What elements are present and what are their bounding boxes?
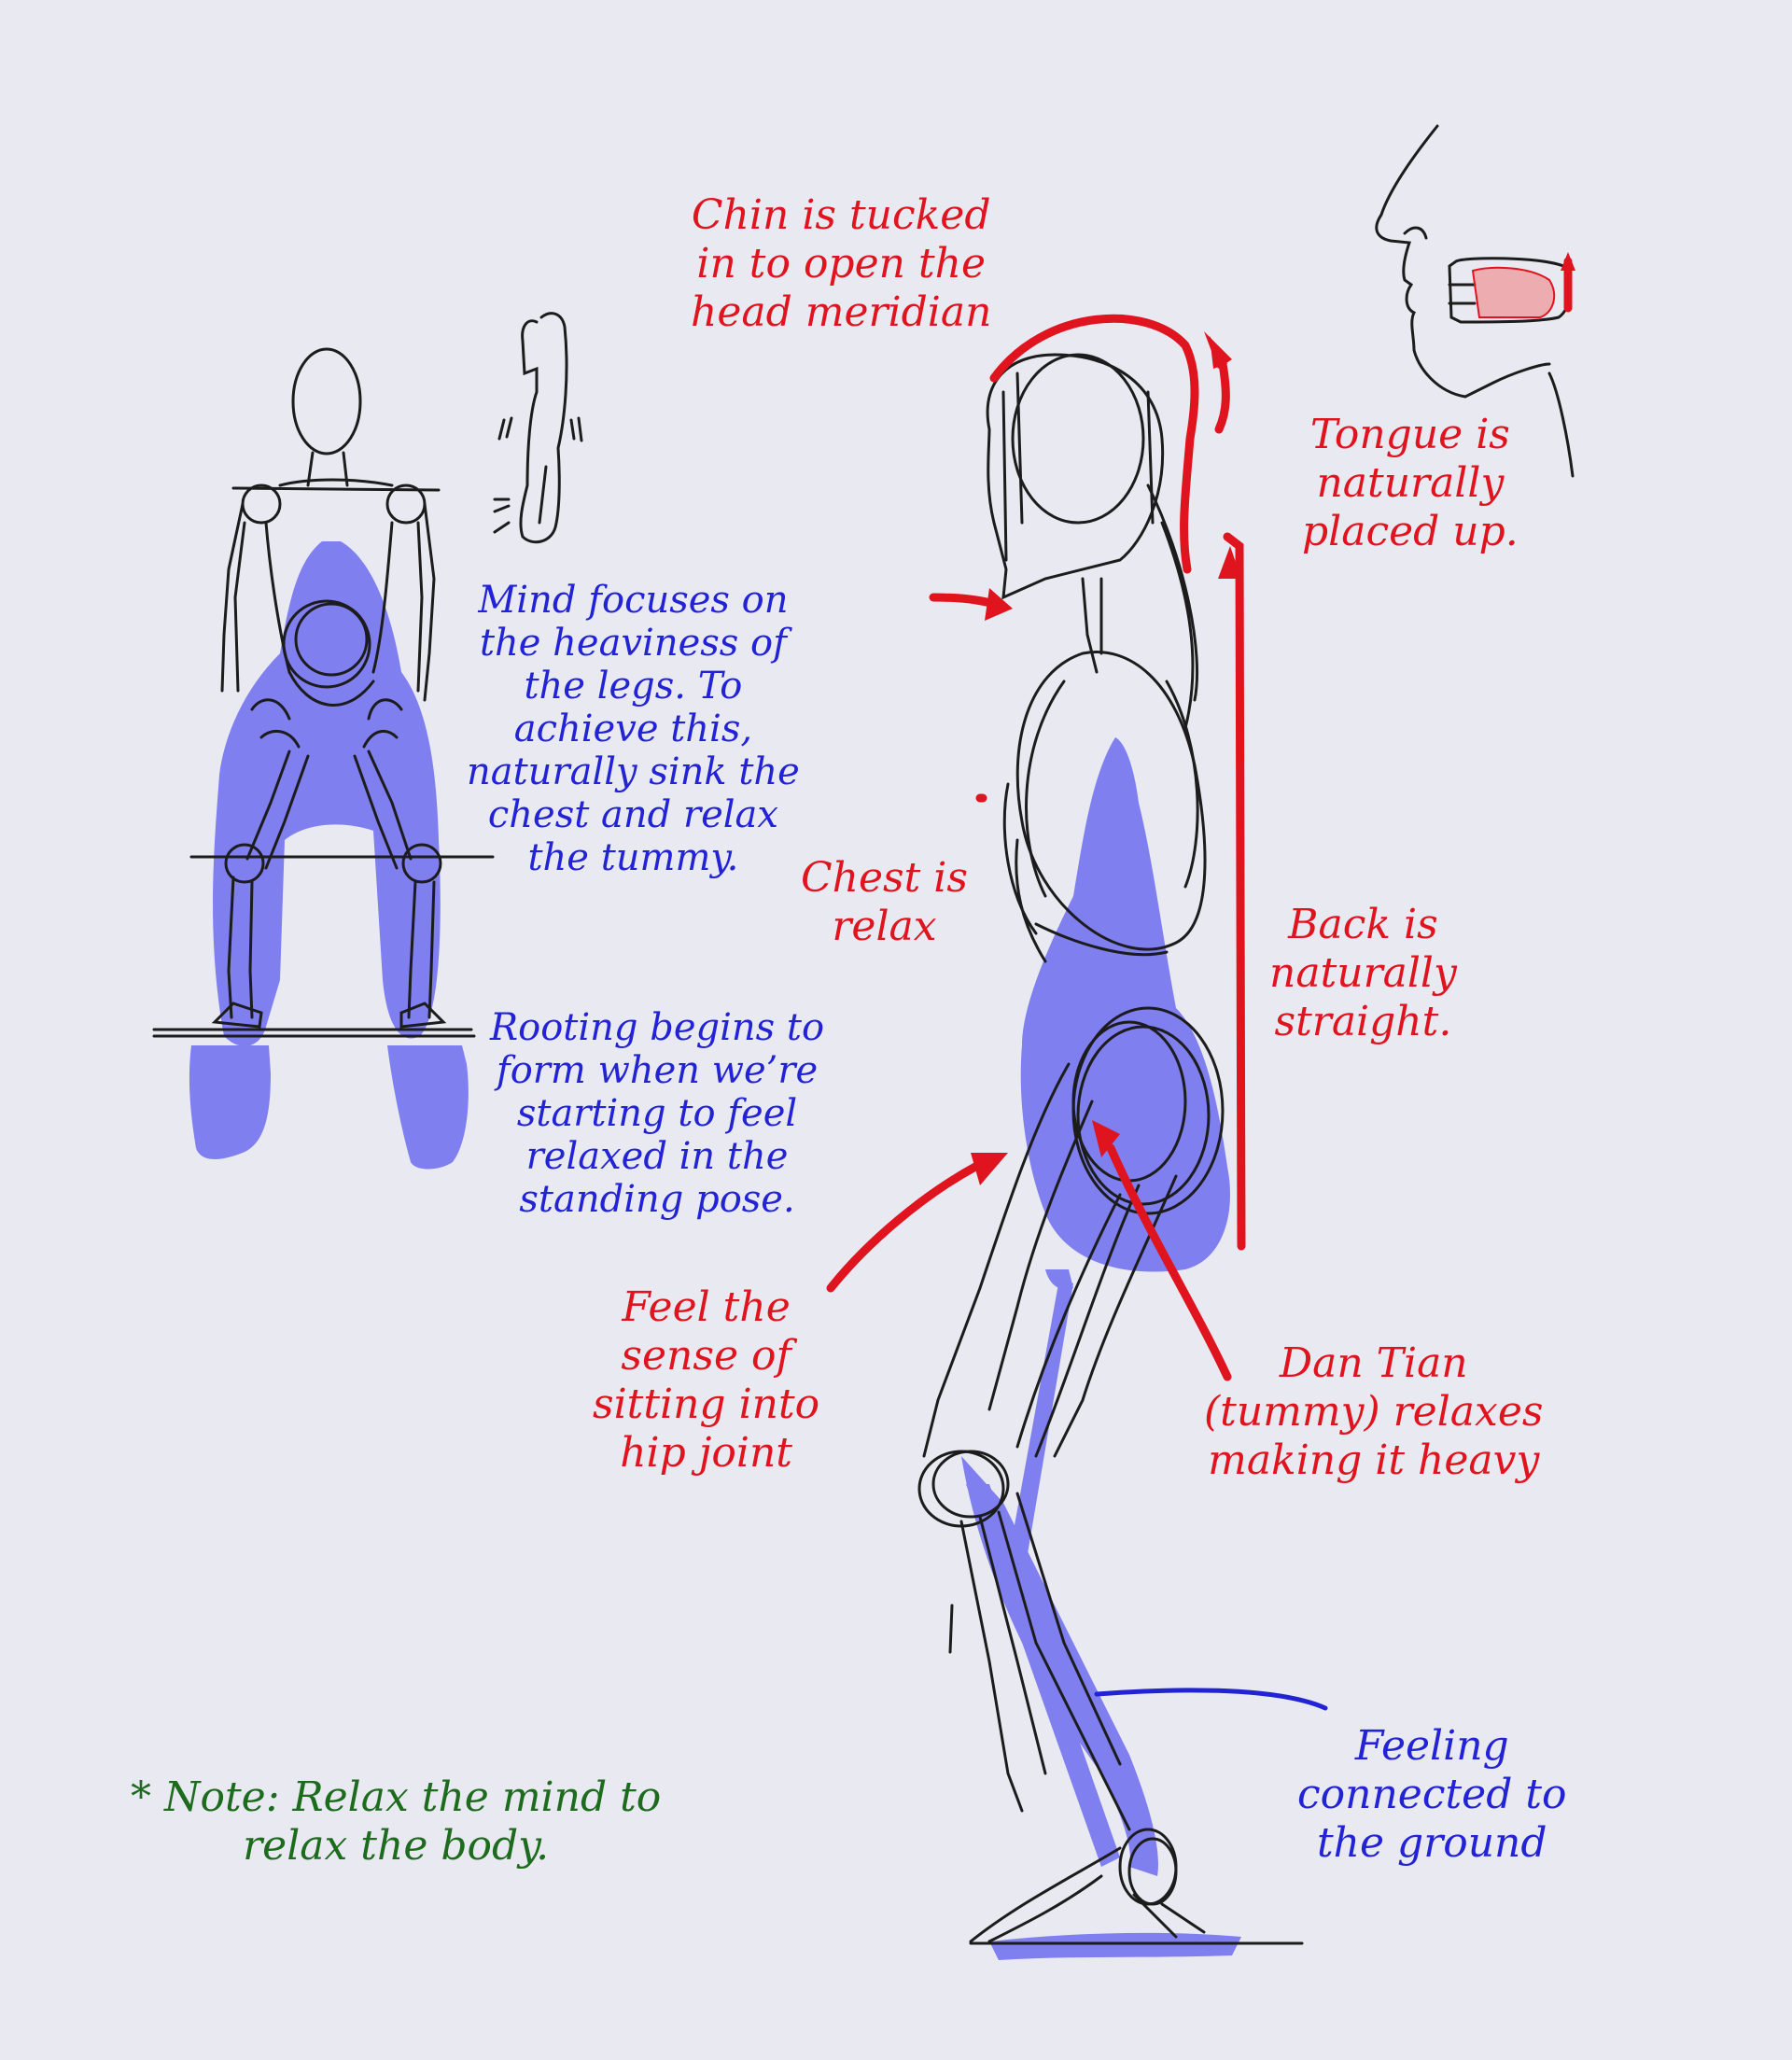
chin-tucked-label: Chin is tucked in to open the head merid… xyxy=(691,191,991,337)
mind-focus-label: Mind focuses on the heaviness of the leg… xyxy=(467,579,800,879)
front-view-figure xyxy=(154,349,493,1170)
hip-joint-label: Feel the sense of sitting into hip joint xyxy=(593,1283,819,1478)
relax-note: * Note: Relax the mind to relax the body… xyxy=(131,1773,661,1871)
front-energy-fill xyxy=(189,541,469,1170)
tongue-placed-label: Tongue is naturally placed up. xyxy=(1302,411,1519,556)
chest-relax-label: Chest is relax xyxy=(801,854,968,951)
blue-leader-line xyxy=(1097,1690,1325,1708)
dan-tian-label: Dan Tian (tummy) relaxes making it heavy xyxy=(1204,1339,1543,1485)
tongue-shade xyxy=(1473,268,1554,317)
rooting-label: Rooting begins to form when we’re starti… xyxy=(490,1006,824,1221)
back-straight-label: Back is naturally straight. xyxy=(1269,901,1457,1046)
spine-sketch xyxy=(495,314,581,542)
ground-connection-label: Feeling connected to the ground xyxy=(1297,1722,1567,1868)
